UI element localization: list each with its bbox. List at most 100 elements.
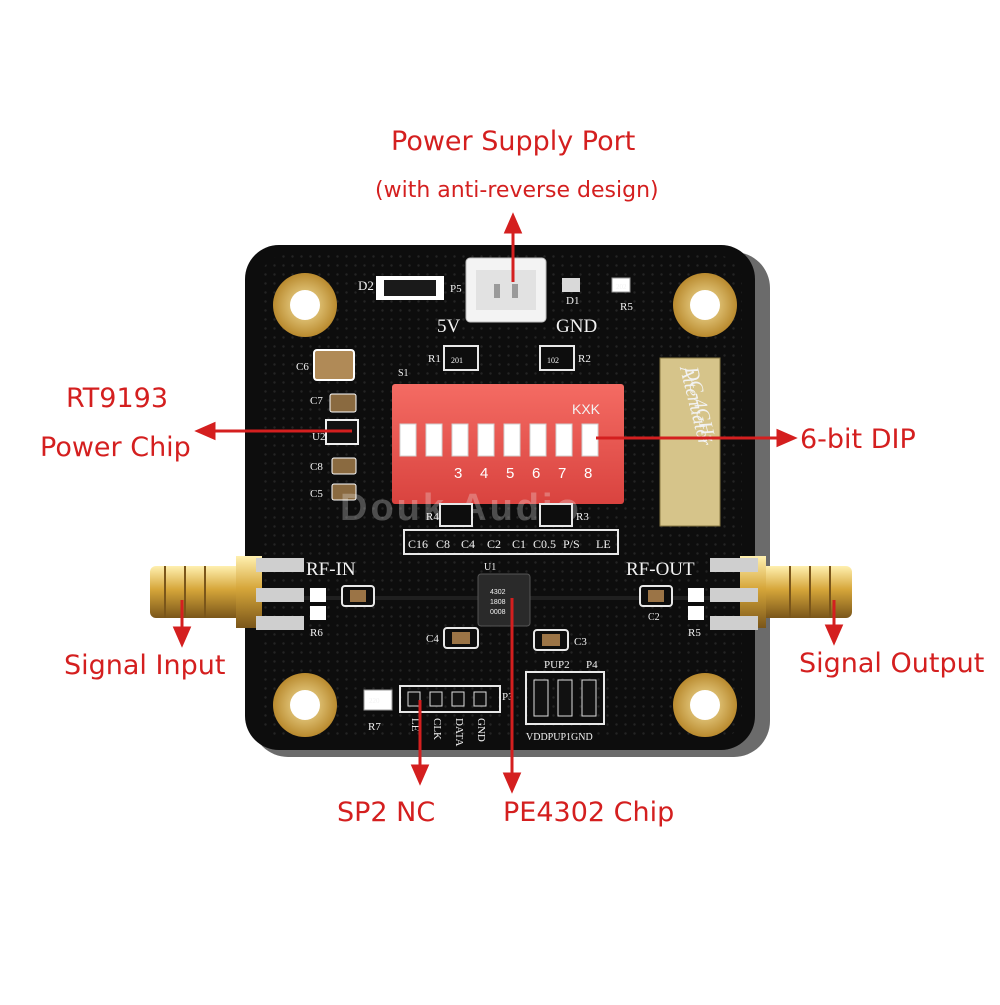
jumper-pin	[581, 679, 597, 717]
control-header	[399, 685, 501, 713]
dip-number: 8	[584, 465, 592, 482]
capacitor-body	[648, 590, 664, 602]
callout-power-port-subtitle: (with anti-reverse design)	[375, 178, 659, 203]
header-pin-label: DATA	[453, 718, 465, 747]
callout-sp2: SP2 NC	[337, 797, 436, 828]
dip-number: 3	[454, 465, 462, 482]
led-d1	[562, 278, 580, 292]
resistor-array-r2	[539, 345, 575, 371]
code-220: 220	[369, 697, 380, 705]
capacitor-c8	[331, 457, 357, 475]
label-pup2: PUP2	[544, 659, 570, 671]
chip-text: 4302	[490, 589, 506, 596]
label-d2: D2	[358, 278, 374, 293]
label-r2: R2	[578, 353, 591, 365]
arrow-signal-output-head	[824, 624, 844, 646]
dip-numbers: 3 4 5 6 7 8	[454, 465, 592, 482]
callout-arrows	[172, 212, 844, 794]
resistor-r5	[611, 277, 631, 293]
capacitor-c5	[331, 483, 357, 501]
dip-number: 5	[506, 465, 514, 482]
label-u2: U2	[312, 431, 325, 443]
callout-power-port-title: Power Supply Port	[391, 126, 636, 157]
jumper-pin	[557, 679, 573, 717]
bit-label: C2	[487, 537, 501, 551]
bit-label: P/S	[563, 537, 580, 551]
jumper-header	[525, 671, 605, 725]
label-r5-lower: R5	[688, 627, 701, 639]
bit-label: C1	[512, 537, 526, 551]
connector-pin	[512, 284, 518, 298]
label-jumper: VDDPUP1GND	[526, 732, 593, 743]
resistor-r5-bottom	[688, 606, 704, 620]
rf-trace-out	[520, 596, 720, 600]
product-label: Attenuator DC-4GHz	[659, 357, 721, 527]
resistor-array-r3	[539, 503, 573, 527]
sma-connector-in	[150, 556, 304, 630]
label-gnd: GND	[556, 316, 597, 337]
sma-connector-out	[710, 556, 852, 630]
bit-label: C8	[436, 537, 450, 551]
label-p4: P4	[586, 659, 598, 671]
dip-toggle	[555, 423, 573, 457]
power-connector-socket	[476, 270, 536, 310]
label-r3: R3	[576, 511, 589, 523]
mounting-hole	[673, 273, 737, 337]
bit-label: C16	[408, 537, 428, 551]
label-c7: C7	[310, 395, 323, 407]
dip-toggle	[503, 423, 521, 457]
arrow-chip-head	[502, 772, 522, 794]
code-201: 201	[451, 356, 463, 365]
dip-number: 6	[532, 465, 540, 482]
resistor-array-r4	[439, 503, 473, 527]
header-pin	[473, 691, 487, 707]
label-c5: C5	[310, 488, 323, 500]
resistor-r6-bottom	[310, 606, 326, 620]
header-pin	[407, 691, 421, 707]
dip-toggle	[451, 423, 469, 457]
label-r5: R5	[620, 301, 633, 313]
label-u1: U1	[484, 562, 496, 573]
arrow-power-port-head	[503, 212, 523, 234]
callout-power-chip-line2: Power Chip	[40, 432, 191, 463]
bit-label: LE	[596, 537, 611, 551]
capacitor-c4-body	[452, 632, 470, 644]
label-rf-out: RF-OUT	[626, 559, 695, 580]
mounting-hole	[273, 273, 337, 337]
dip-number: 7	[558, 465, 566, 482]
label-c3: C3	[574, 636, 587, 648]
capacitor-c3-body	[542, 634, 560, 646]
header-pin	[451, 691, 465, 707]
header-pin-label: LE	[409, 718, 421, 732]
dip-toggle	[425, 423, 443, 457]
label-r1: R1	[428, 353, 441, 365]
label-c6: C6	[296, 361, 309, 373]
mounting-hole	[273, 673, 337, 737]
label-c4: C4	[426, 633, 439, 645]
callout-signal-output: Signal Output	[799, 648, 985, 679]
resistor-r6-top	[310, 588, 326, 602]
mounting-hole	[673, 673, 737, 737]
dip-number: 4	[480, 465, 488, 482]
label-c2: C2	[648, 612, 660, 623]
capacitor-c6	[313, 349, 355, 381]
bit-label-box	[403, 529, 619, 555]
arrow-signal-input-head	[172, 626, 192, 648]
label-s1: S1	[398, 368, 409, 379]
dip-brand: KXK	[572, 401, 601, 417]
rf-trace-in	[285, 596, 485, 600]
label-r7: R7	[368, 721, 381, 733]
dip-toggle	[399, 423, 417, 457]
code-102: 102	[547, 356, 559, 365]
chip-text: 0008	[490, 609, 506, 616]
label-p5: P5	[450, 283, 462, 295]
pe4302-chip	[477, 573, 531, 627]
bit-label: C0.5	[533, 537, 556, 551]
header-pin-label: CLK	[431, 718, 443, 740]
header-pins	[407, 691, 487, 707]
connector-pin	[494, 284, 500, 298]
